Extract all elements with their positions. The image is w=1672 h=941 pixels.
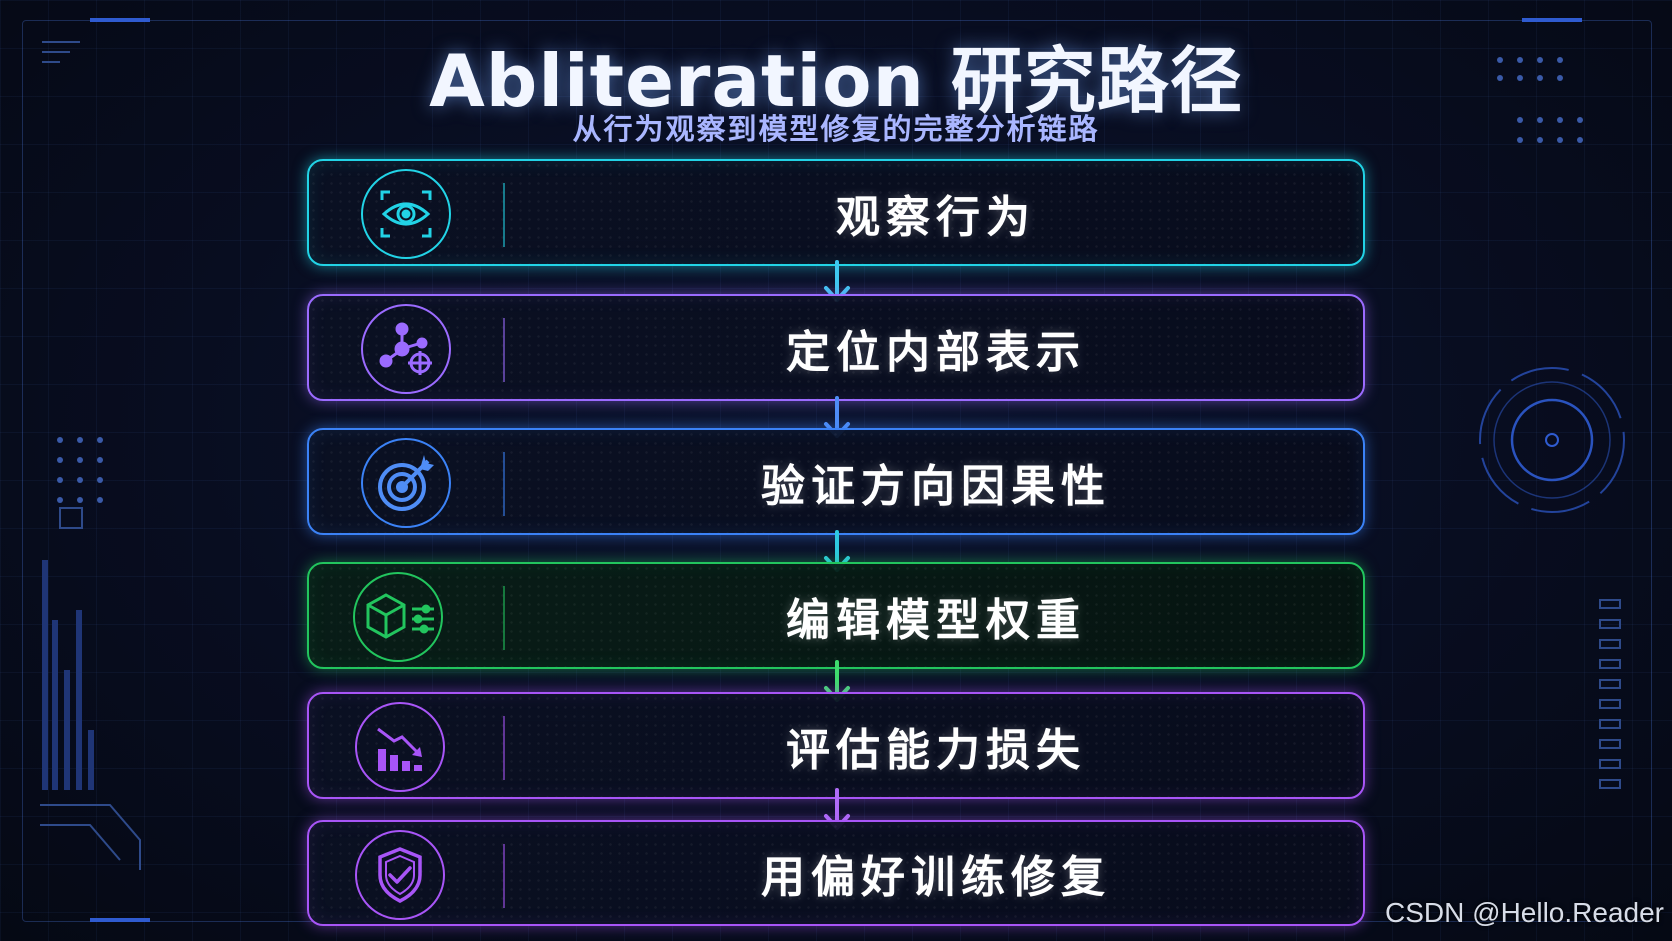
page-title: Abliteration 研究路径 (429, 39, 1243, 123)
watermark: CSDN @Hello.Reader (1385, 897, 1664, 928)
left-decoration (40, 41, 141, 870)
shield-check-icon (355, 830, 445, 920)
step-divider (503, 318, 505, 382)
step-label: 观察行为 (836, 191, 1036, 243)
frame-accent (1522, 18, 1582, 22)
step-divider (503, 586, 505, 650)
step-label: 评估能力损失 (786, 724, 1086, 776)
step-edit-weights: 编辑模型权重 (307, 562, 1365, 669)
frame-accent (90, 918, 150, 922)
network-target-icon (361, 304, 451, 394)
frame-accent (90, 18, 150, 22)
declining-chart-icon (355, 702, 445, 792)
step-verify-causality: 验证方向因果性 (307, 428, 1365, 535)
eye-icon (361, 169, 451, 259)
cube-sliders-icon (353, 572, 443, 662)
step-divider (503, 716, 505, 780)
step-evaluate-loss: 评估能力损失 (307, 692, 1365, 799)
step-label: 定位内部表示 (786, 326, 1086, 378)
step-locate-representation: 定位内部表示 (307, 294, 1365, 401)
right-decoration (1479, 57, 1625, 789)
step-observe-behavior: 观察行为 (307, 159, 1365, 266)
step-divider (503, 183, 505, 247)
step-label: 用偏好训练修复 (761, 852, 1111, 903)
step-preference-repair: 用偏好训练修复 (307, 820, 1365, 926)
page-subtitle: 从行为观察到模型修复的完整分析链路 (572, 112, 1100, 146)
step-divider (503, 452, 505, 516)
target-arrow-icon (361, 438, 451, 528)
step-label: 编辑模型权重 (786, 594, 1086, 646)
step-label: 验证方向因果性 (761, 460, 1111, 512)
step-divider (503, 844, 505, 908)
